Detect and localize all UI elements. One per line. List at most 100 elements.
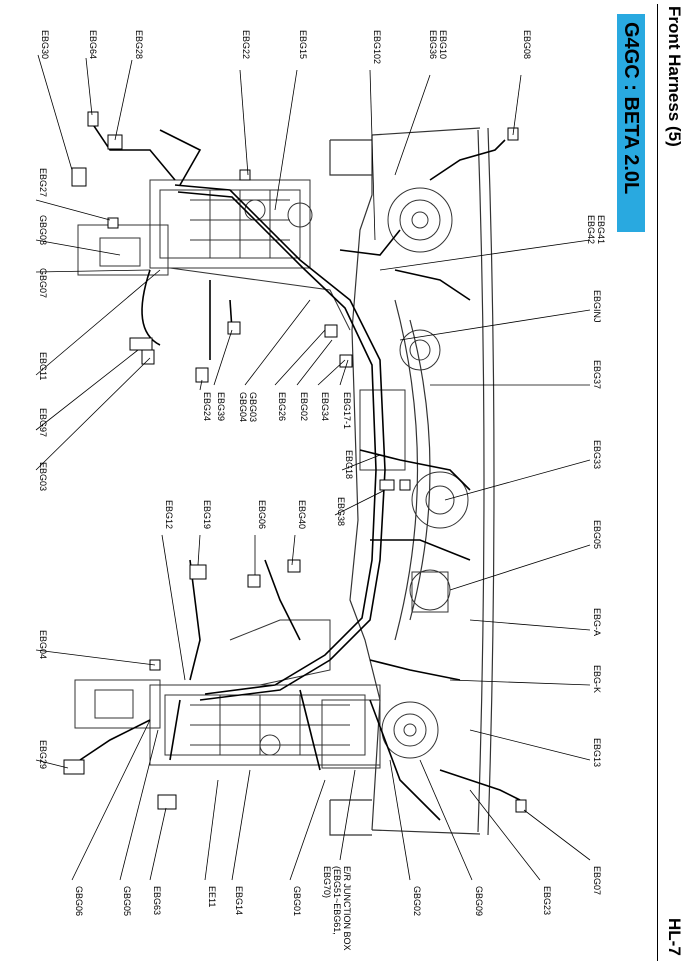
label-ebg38: EBG38 (336, 497, 346, 526)
label-line: GBG05 (122, 886, 132, 916)
label-line: EBG37 (592, 360, 602, 389)
label-line: EBG38 (336, 497, 346, 526)
label-line: EBG34 (320, 392, 330, 421)
label-ebg_k: EBG-K (592, 665, 602, 693)
label-ee11: EE11 (207, 886, 217, 907)
label-gbg07: GBG07 (38, 268, 48, 298)
label-line: EBG03 (38, 462, 48, 491)
label-gbg08: GBG08 (38, 215, 48, 245)
label-ebg33: EBG33 (592, 440, 602, 469)
label-line: GBG03 (248, 392, 258, 422)
label-ebg04: EBG04 (38, 630, 48, 659)
label-line: GBG04 (238, 392, 248, 422)
label-line: EBG30 (40, 30, 50, 59)
label-line: EBG02 (299, 392, 309, 421)
harness-wires (79, 119, 521, 821)
label-line: EBG97 (38, 408, 48, 437)
label-ebg30: EBG30 (40, 30, 50, 59)
label-line: E/R JUNCTION BOX (342, 866, 352, 951)
label-line: EBG10 (438, 30, 448, 59)
label-ebg63: EBG63 (152, 886, 162, 915)
label-line: EBG17-1 (342, 392, 352, 429)
label-line: EBG29 (38, 740, 48, 769)
label-ebg14: EBG14 (234, 886, 244, 915)
label-line: EBGINJ (592, 290, 602, 323)
label-ebg64: EBG64 (88, 30, 98, 59)
label-line: EBG41 (596, 215, 606, 244)
engine-badge (617, 14, 645, 232)
label-line: EBG08 (522, 30, 532, 59)
label-gbg02: GBG02 (412, 886, 422, 916)
label-ebg02: EBG02 (299, 392, 309, 421)
label-ebg12: EBG12 (164, 500, 174, 529)
label-gbg05: GBG05 (122, 886, 132, 916)
label-line: EBG26 (277, 392, 287, 421)
label-line: EBG28 (134, 30, 144, 59)
label-line: EBG24 (202, 392, 212, 421)
label-ebg17_1: EBG17-1 (342, 392, 352, 429)
label-line: EBG36 (428, 30, 438, 59)
label-line: EBG07 (592, 866, 602, 895)
label-ebg34: EBG34 (320, 392, 330, 421)
label-line: EBG04 (38, 630, 48, 659)
label-ebg41_42: EBG41EBG42 (586, 215, 606, 244)
label-ebg102: EBG102 (372, 30, 382, 64)
label-ebginj: EBGINJ (592, 290, 602, 323)
label-line: GBG07 (38, 268, 48, 298)
label-line: EBG40 (297, 500, 307, 529)
label-ebg24: EBG24 (202, 392, 212, 421)
label-ebg08: EBG08 (522, 30, 532, 59)
label-line: EBG23 (542, 886, 552, 915)
label-gbg01: GBG01 (292, 886, 302, 916)
label-ebg18: EBG18 (344, 450, 354, 479)
label-ebg97: EBG97 (38, 408, 48, 437)
label-gbg09: GBG09 (474, 886, 484, 916)
label-ebg39: EBG39 (216, 392, 226, 421)
label-ebg07: EBG07 (592, 866, 602, 895)
right-frame (74, 619, 381, 769)
label-ebg22: EBG22 (241, 30, 251, 59)
label-line: EBG27 (38, 168, 48, 197)
label-line: GBG08 (38, 215, 48, 245)
label-line: EBG18 (344, 450, 354, 479)
label-line: EBG14 (234, 886, 244, 915)
label-line: EE11 (207, 886, 217, 907)
label-line: EBG102 (372, 30, 382, 64)
label-ebg15: EBG15 (298, 30, 308, 59)
label-ebg_a: EBG-A (592, 608, 602, 636)
label-line: EBG05 (592, 520, 602, 549)
label-line: EBG63 (152, 886, 162, 915)
label-line: EBG19 (202, 500, 212, 529)
label-ebg29: EBG29 (38, 740, 48, 769)
label-line: EBG-K (592, 665, 602, 693)
label-line: EBG42 (586, 215, 596, 244)
label-line: GBG01 (292, 886, 302, 916)
label-ebg19: EBG19 (202, 500, 212, 529)
label-ebg05: EBG05 (592, 520, 602, 549)
label-line: EBG22 (241, 30, 251, 59)
body-outline (329, 127, 495, 836)
label-line: EBG70) (322, 866, 332, 898)
label-line: GBG02 (412, 886, 422, 916)
connector-labels: EBG08EBG10EBG36EBG102EBG15EBG22EBG28EBG6… (38, 30, 606, 951)
label-line: EBG39 (216, 392, 226, 421)
label-ebg28: EBG28 (134, 30, 144, 59)
label-line: EBG11 (38, 352, 48, 380)
label-line: EBG64 (88, 30, 98, 59)
label-line: EBG13 (592, 738, 602, 767)
label-gbg06: GBG06 (74, 886, 84, 916)
label-ebg37: EBG37 (592, 360, 602, 389)
label-ebg23: EBG23 (542, 886, 552, 915)
label-ebg06: EBG06 (257, 500, 267, 529)
label-line: GBG06 (74, 886, 84, 916)
label-ebg11: EBG11 (38, 352, 48, 380)
label-ebg40: EBG40 (297, 500, 307, 529)
label-ebg13: EBG13 (592, 738, 602, 767)
label-ebg26: EBG26 (277, 392, 287, 421)
label-ebg10_36: EBG10EBG36 (428, 30, 448, 59)
label-line: (EBG51~EBG61, (332, 866, 342, 935)
label-line: GBG09 (474, 886, 484, 916)
header-divider (657, 4, 658, 961)
